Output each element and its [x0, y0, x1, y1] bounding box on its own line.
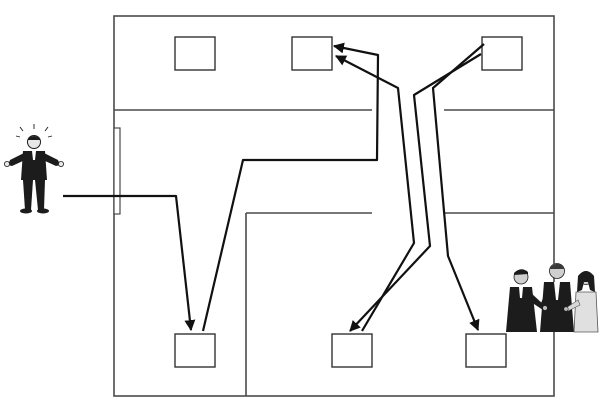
desk-bottom-right [465, 333, 507, 368]
desk-bottom-left [174, 333, 216, 368]
desk-top-left [174, 36, 216, 71]
desks [174, 36, 523, 368]
flow-bottom-middle-to-top-middle-desk [335, 55, 416, 332]
desk-top-middle [291, 36, 333, 71]
flow-arrows [63, 42, 485, 332]
person-shrugging-icon [4, 124, 65, 214]
people-handshake-icon [506, 263, 599, 333]
entry-door [113, 127, 121, 215]
flow-entry-to-bottom-left-desk [63, 194, 196, 332]
flow-top-right-to-bottom-right-desk [431, 43, 485, 332]
desk-top-right [481, 36, 523, 71]
desk-bottom-middle [331, 333, 373, 368]
flow-bottom-left-to-top-middle-desk [201, 42, 380, 332]
